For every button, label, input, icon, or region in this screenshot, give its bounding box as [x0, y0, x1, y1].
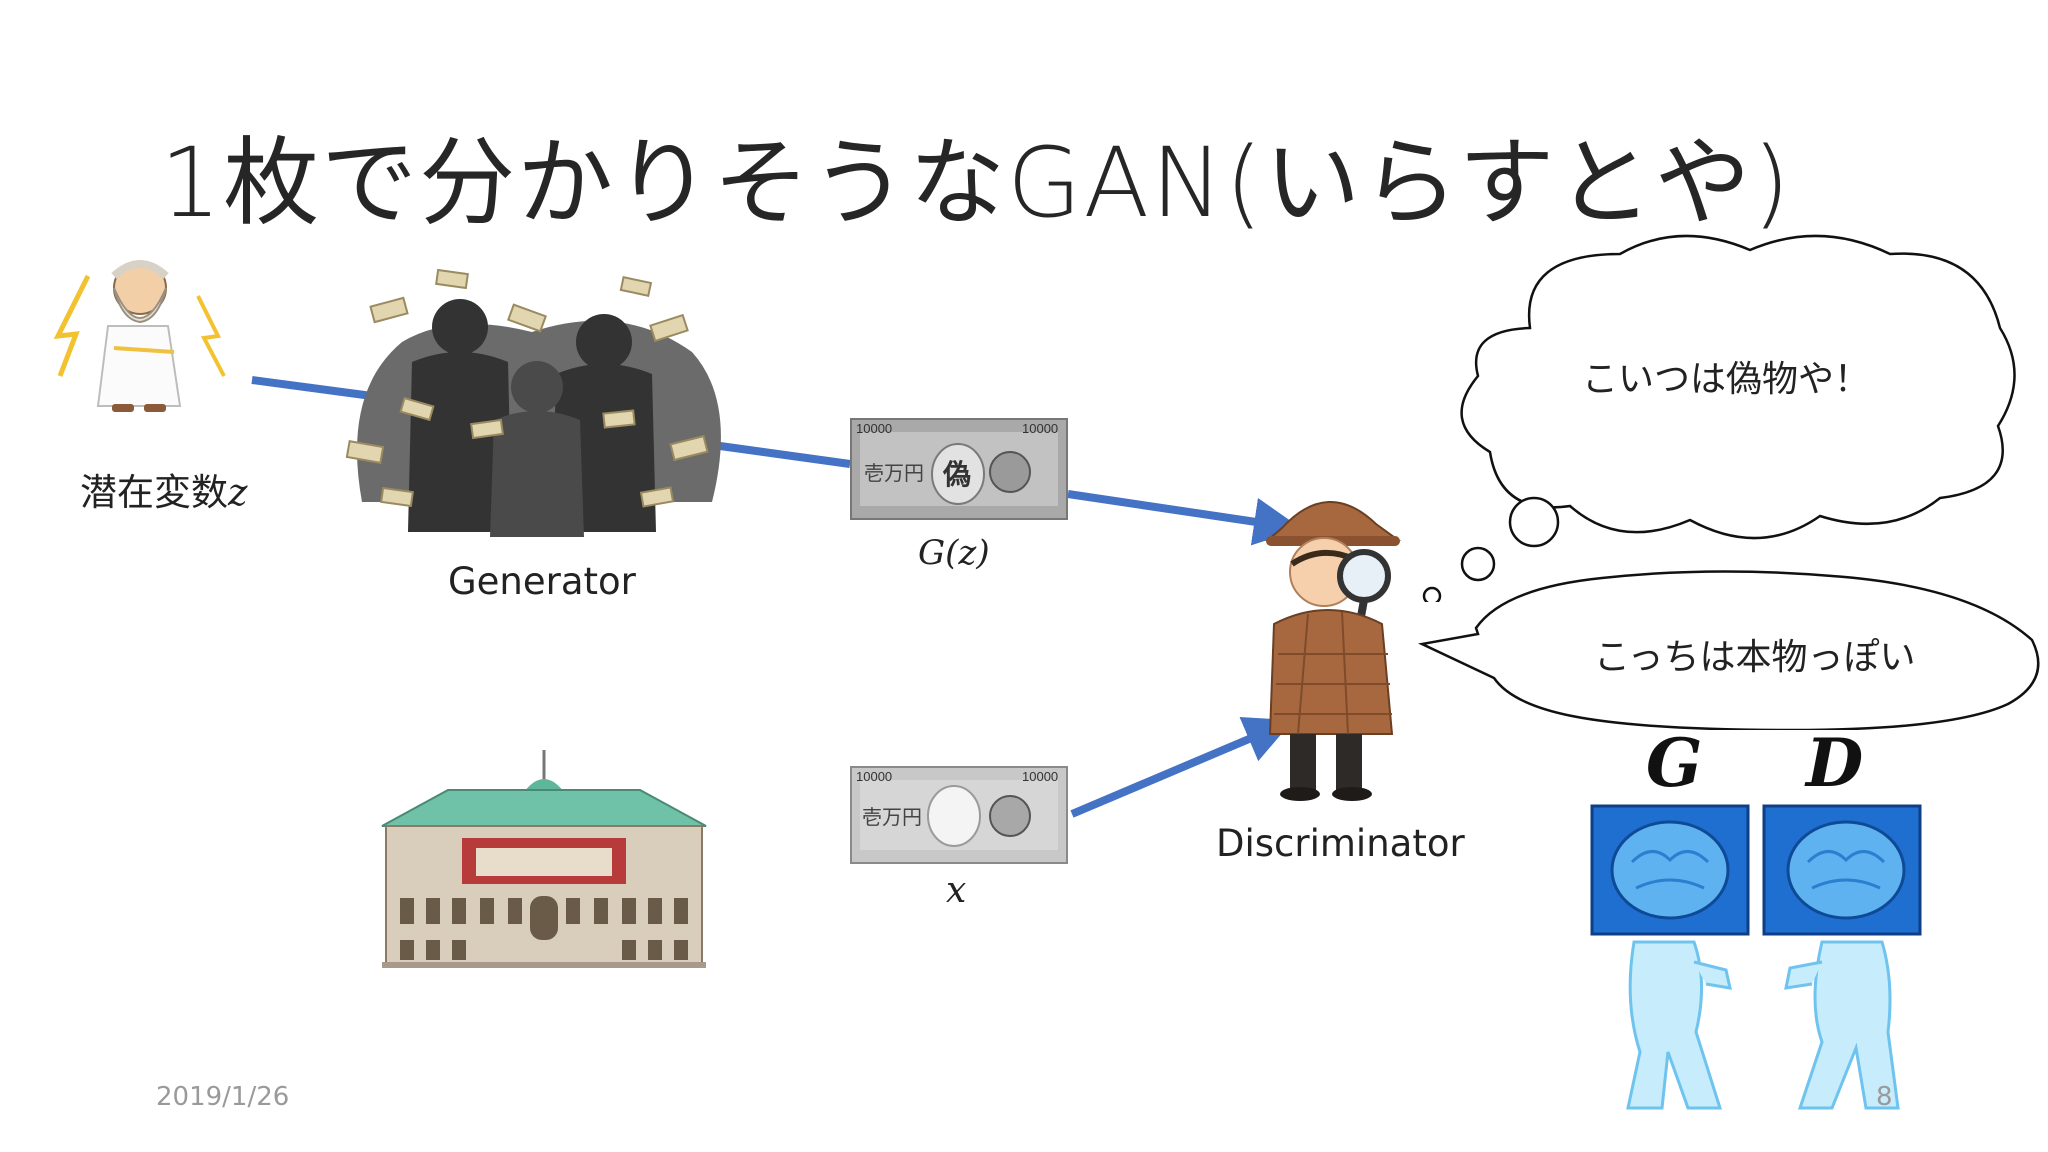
bank-of-japan-icon: [381, 750, 707, 968]
latent-text: 潜在変数: [80, 471, 228, 514]
thought-bubble: [1422, 234, 2016, 602]
arrow-real-to-discriminator: [1070, 716, 1294, 818]
arrow-latent-to-generator: [251, 376, 373, 400]
fake-note-denomination-left: 10000: [856, 421, 892, 436]
discriminator-brain-label: D: [1806, 724, 1864, 802]
real-note-unit: 壱万円: [862, 805, 922, 829]
real-note-denomination-left: 10000: [856, 769, 892, 784]
real-note-denomination-right: 10000: [1022, 769, 1058, 784]
speech-bubble-text: こっちは本物っぽい: [1594, 637, 1916, 678]
slide-title: 1枚で分かりそうなGAN(いらすとや): [160, 127, 1792, 239]
fake-note-unit: 壱万円: [864, 461, 924, 485]
latent-label: 潜在変数z: [80, 462, 248, 516]
detective-icon: [1265, 501, 1402, 801]
brain-robot-d-icon: [1762, 804, 1922, 1110]
slide-date: 2019/1/26: [156, 1082, 290, 1112]
discriminator-label: Discriminator: [1216, 822, 1465, 865]
fake-sample-label: G(z): [918, 533, 990, 573]
fake-note-denomination-right: 10000: [1022, 421, 1058, 436]
fake-banknote-icon: 10000 10000 壱万円 偽: [850, 418, 1068, 520]
slide-page-number: 8: [1876, 1082, 1893, 1112]
fake-note-mark: 偽: [942, 458, 971, 491]
arrow-generator-to-fake: [719, 442, 851, 468]
latent-var: z: [228, 471, 248, 514]
speech-bubble: [1417, 570, 2040, 730]
generator-brain-label: G: [1646, 724, 1703, 802]
arrow-fake-to-discriminator: [1067, 490, 1302, 546]
counterfeiters-icon: [345, 268, 721, 537]
banknote-icon: 10000 10000 壱万円: [850, 766, 1068, 864]
zeus-icon: [53, 260, 226, 412]
brain-robot-g-icon: [1590, 804, 1750, 1110]
thought-bubble-text: こいつは偽物や！: [1582, 359, 1871, 400]
real-sample-label: x: [946, 870, 967, 911]
generator-label: Generator: [448, 560, 636, 603]
